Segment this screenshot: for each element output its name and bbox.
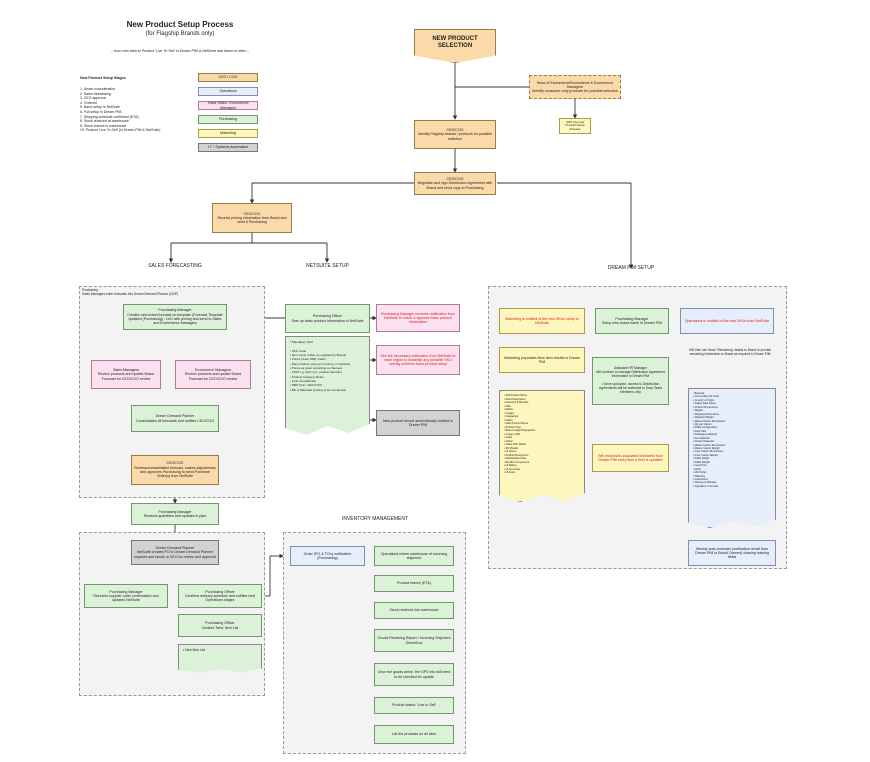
marketing-populate-box: Marketing populates New Item results in … [499,347,585,373]
ddp-create-po-box: Dream Demand Planner NetSuite creates PO… [131,540,219,565]
pm-review-quantities-box: Purchasing Manager Reviews quantities an… [131,503,219,525]
new-item-list-doc: • New Item List [178,644,262,673]
po-netsuite-setup-box: Purchasing Officer Sets up basic product… [285,304,370,333]
pm-pim-setup-box: Purchasing Manager Setup new brand name … [595,308,669,334]
marketing-notified-box: Marketing is notified of the new SKUs se… [499,308,585,334]
page-tagline: -- from new idea to Product 'Live To Sel… [110,49,250,53]
ceo-review-forecast-box: CEO/COO Reviews/consolidated forecast, m… [131,455,219,485]
order-notification-box: Order (PO & TO's) notification (Purchasi… [290,546,365,566]
po-confirm-delivery-box: Purchasing Officer Confirms delivery sch… [178,584,262,608]
pm-notified-box: Purchasing Manager receives notification… [376,304,460,332]
legend-purchasing: Purchasing [198,115,258,124]
stock-received-box: Stock received into warehouse [374,602,454,619]
goods-receiving-report-box: Goods Receiving Report / Incoming Shipme… [374,629,454,652]
ops-fields-doc: • Barcode • Commodity HS Code • Country … [688,388,776,528]
auto-created-pim-box: New product record automatically created… [376,410,460,436]
stages-heading: New Product Setup Stages [80,76,126,80]
legend-trade: Trade Sales / Ecommerce Managers [198,101,258,110]
live-to-sell-box: Product status: 'Live to Sell' [374,697,454,714]
goods-arrive-box: Once the goods arrive, the GPS info will… [374,663,454,686]
legend-marketing: Marketing [198,129,258,138]
legend-operations: Operations [198,87,258,96]
sales-region-note: Purchasing Sales Managers enter forecast… [82,288,179,296]
marketing-fields-doc: • Full Product Name • Short Description … [499,390,585,502]
ceo-identify-box: CEO/COO Identify Flagship brands / produ… [414,120,496,149]
section-sales-forecasting: SALES FORECASTING [148,263,202,269]
ecommerce-managers-box: Ecommerce Managers Review products and u… [175,360,251,389]
stages-list: 1. Under consideration 2. Sales forecast… [80,87,161,133]
asst-hr-manager-box: Assistant HR Manager will continue to ma… [592,357,669,405]
legend-ceo: CEO / COO [198,73,258,82]
weekly-reminder-box: Weekly auto-reminder (notification email… [688,540,776,566]
netsuite-fields-doc: * Mandatory field • SKU Code • Item name… [285,336,370,435]
list-on-sites-box: List the products on all sites [374,725,454,744]
section-dream-pim-setup: DREAM PIM SETUP [607,265,655,271]
ceo-receive-pricing-box: CEO/COO Receive pricing information from… [212,203,292,233]
pm-create-forecast-box: Purchasing Manager Creates new brand for… [123,304,227,330]
ops-notified-box: Operations is notified of the new SKUs f… [680,308,774,334]
head-ecommerce-box: Head of Ecommerce/Ecommerce & Ecommerce … [529,75,621,99]
sales-managers-box: Sales Managers Review products and updat… [91,360,161,389]
new-product-selection: NEW PRODUCT SELECTION [414,29,496,63]
section-inventory-management: INVENTORY MANAGEMENT [341,516,409,522]
legend-it: I.T. / Systems Automation [198,143,258,152]
sop-note: SOP into new Product Setup Process [559,118,591,134]
po-create-list-box: Purchasing Officer Creates 'New' Item Li… [178,614,262,637]
section-netsuite-setup: NETSUITE SETUP [306,263,349,269]
ddp-consolidate-box: Dream Demand Planner Consolidates all fo… [131,405,219,432]
ops-inform-warehouse-box: Operations inform warehouse of incoming … [374,546,454,566]
page-title: New Product Setup Process [126,20,234,29]
region-notification-box: See the necessary notification from NetS… [376,345,460,375]
ops-fields-note: Will then use those 'Remaining' details … [688,348,772,357]
email-notice-box: Will email auto-populated last/latest fr… [592,444,669,472]
ceo-negotiate-box: CEO/COO Negotiate and sign Distribution … [414,172,496,195]
page-subtitle: (for Flagship Brands only) [145,31,215,37]
pm-receive-confirmation-box: Purchasing Manager Receives supplier ord… [84,584,168,608]
product-leaves-box: Product leaves (ETA) [374,575,454,592]
